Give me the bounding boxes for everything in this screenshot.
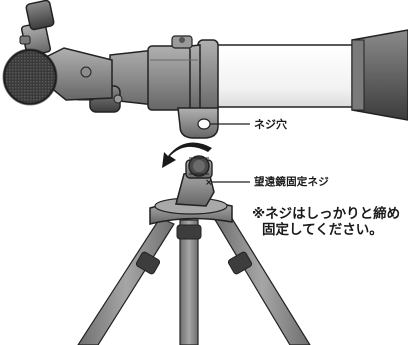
- notice-line-2: 固定してください。: [262, 222, 383, 238]
- telescope: [2, 0, 408, 139]
- screw-x-mark: ×: [205, 178, 213, 188]
- knurled-cap: [2, 48, 58, 106]
- screw-hole: [197, 118, 211, 130]
- dew-cap: [351, 29, 408, 121]
- tighten-notice: ※ネジはしっかりと締め 固定してください。: [252, 206, 408, 238]
- fixing-screw-label: 望遠鏡固定ネジ: [254, 176, 329, 188]
- notice-line-1: ※ネジはしっかりと締め: [252, 206, 401, 222]
- star-diagonal: [19, 0, 113, 101]
- tripod: [77, 159, 311, 345]
- fixing-screw-knob: [188, 155, 210, 177]
- mounting-foot: [177, 107, 219, 139]
- focuser-body: [109, 35, 201, 111]
- main-tube: [197, 39, 361, 113]
- screw-hole-label: ネジ穴: [254, 118, 287, 131]
